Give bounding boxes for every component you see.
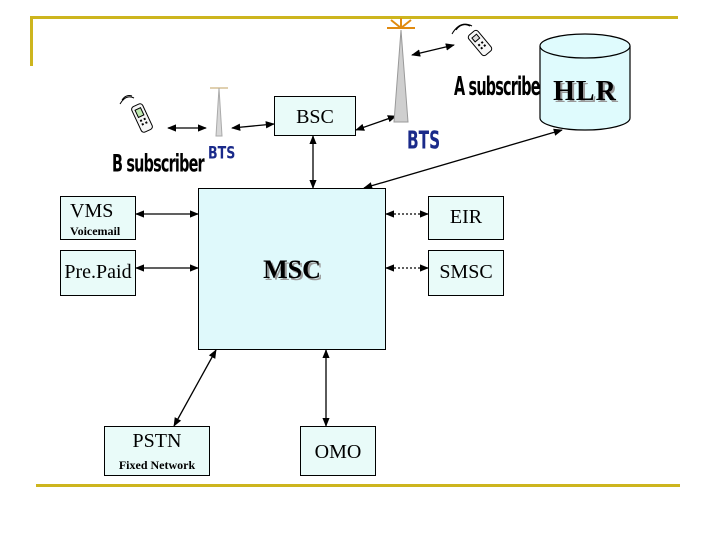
bsc-box[interactable]: BSC — [274, 96, 356, 136]
link-msc-pstn — [173, 349, 217, 427]
smsc-label: SMSC — [439, 261, 493, 283]
pstn-box[interactable]: PSTN Fixed Network — [104, 426, 210, 476]
frame-left-line — [30, 16, 33, 66]
vms-box[interactable]: VMS Voicemail — [60, 196, 136, 240]
bts-left-label: BTS — [208, 144, 236, 164]
pstn-label: PSTN — [132, 430, 182, 452]
bts-tower-icon — [387, 18, 415, 123]
vms-sublabel: Voicemail — [70, 224, 121, 238]
frame-top-line — [30, 16, 678, 19]
b-subscriber-label: B subscriber — [112, 150, 205, 179]
omo-label: OMO — [314, 441, 362, 463]
link-btsright-asub — [411, 43, 455, 57]
msc-box[interactable]: MSC — [198, 188, 386, 350]
omo-box[interactable]: OMO — [300, 426, 376, 476]
vms-label: VMS — [70, 200, 114, 222]
msc-label: MSC — [263, 255, 321, 284]
eir-box[interactable]: EIR — [428, 196, 504, 240]
bsc-label: BSC — [296, 106, 334, 128]
frame-bottom-line — [36, 484, 680, 487]
bts-tower-icon — [210, 87, 228, 137]
a-subscriber-label: A subscriber — [454, 72, 547, 103]
mobile-phone-icon — [119, 95, 153, 133]
eir-label: EIR — [449, 206, 483, 228]
prepaid-box[interactable]: Pre.Paid — [60, 250, 136, 296]
mobile-phone-icon — [451, 23, 493, 57]
pstn-sublabel: Fixed Network — [118, 458, 196, 472]
smsc-box[interactable]: SMSC — [428, 250, 504, 296]
database-cylinder-icon — [539, 33, 631, 131]
prepaid-label: Pre.Paid — [64, 261, 132, 283]
link-bts-bsc — [231, 121, 275, 131]
bts-right-label: BTS — [407, 126, 441, 156]
link-hlr-msc — [363, 128, 563, 190]
hlr-label: HLR — [553, 76, 617, 107]
link-bsc-btsright — [355, 115, 397, 131]
